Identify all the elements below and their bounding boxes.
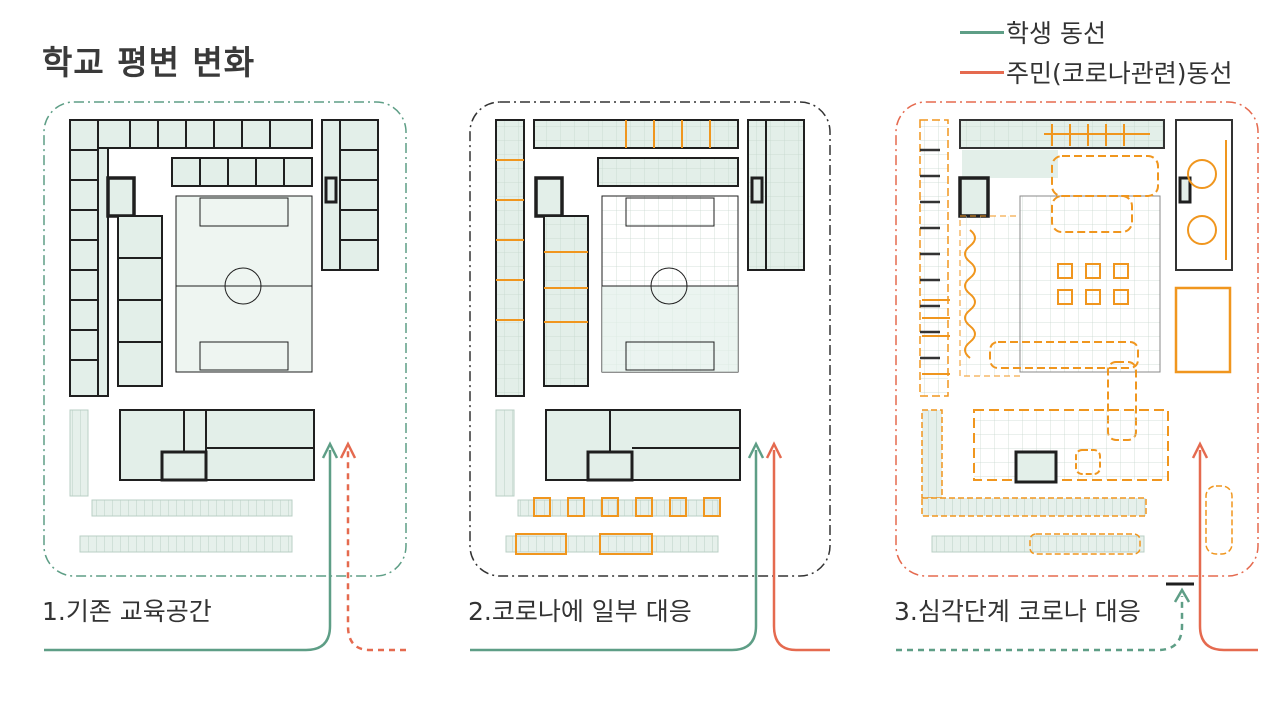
sports-field-3: [1019, 195, 1161, 373]
stair-core-2: [534, 176, 564, 218]
corridor-left: [97, 119, 109, 397]
classroom-wing-mid: [171, 157, 313, 187]
queue-line-3: [964, 229, 976, 359]
legend-item-resident: 주민(코로나관련)동선: [960, 52, 1233, 92]
legend-label-student: 학생 동선: [1006, 19, 1106, 48]
classroom-wing-left: [69, 119, 99, 397]
panel-3-severe: [895, 101, 1259, 652]
legend-label-resident: 주민(코로나관련)동선: [1006, 59, 1233, 88]
resident-route-2: [772, 450, 830, 652]
page-title: 학교 평변 변화: [42, 43, 256, 82]
student-route-swatch: [960, 30, 1004, 34]
panel-label-1: 1.기존 교육공간: [42, 597, 212, 626]
sports-field-1: [175, 195, 313, 373]
lower-building-3: [973, 409, 1169, 481]
legend: 학생 동선 주민(코로나관련)동선: [960, 12, 1233, 92]
panel-2-partial: [469, 101, 831, 652]
site-boundary-1: [43, 101, 407, 577]
student-route-2: [470, 450, 758, 652]
stair-core-1: [106, 176, 136, 218]
resident-route-swatch: [960, 70, 1004, 74]
parking-row-1a: [91, 499, 293, 517]
parking-vertical-1: [69, 409, 89, 497]
site-boundary-3: [895, 101, 1259, 577]
covid-facility-3: [1174, 286, 1232, 374]
lower-building-1: [119, 409, 315, 481]
site-boundary-2: [469, 101, 831, 577]
panel-1-existing: [43, 101, 407, 652]
legend-item-student: 학생 동선: [960, 12, 1233, 52]
resident-route-3: [1198, 450, 1258, 652]
panel-label-3: 3.심각단계 코로나 대응: [894, 597, 1141, 626]
student-route-3: [896, 596, 1184, 652]
lower-building-2: [545, 409, 741, 481]
panel-label-2: 2.코로나에 일부 대응: [468, 597, 692, 626]
classroom-wing-top: [97, 119, 313, 149]
stair-core-3: [958, 176, 990, 218]
student-route-1: [44, 450, 332, 652]
resident-route-1: [346, 450, 406, 652]
parking-row-1b: [79, 535, 293, 553]
center-circle-1: [224, 267, 262, 305]
